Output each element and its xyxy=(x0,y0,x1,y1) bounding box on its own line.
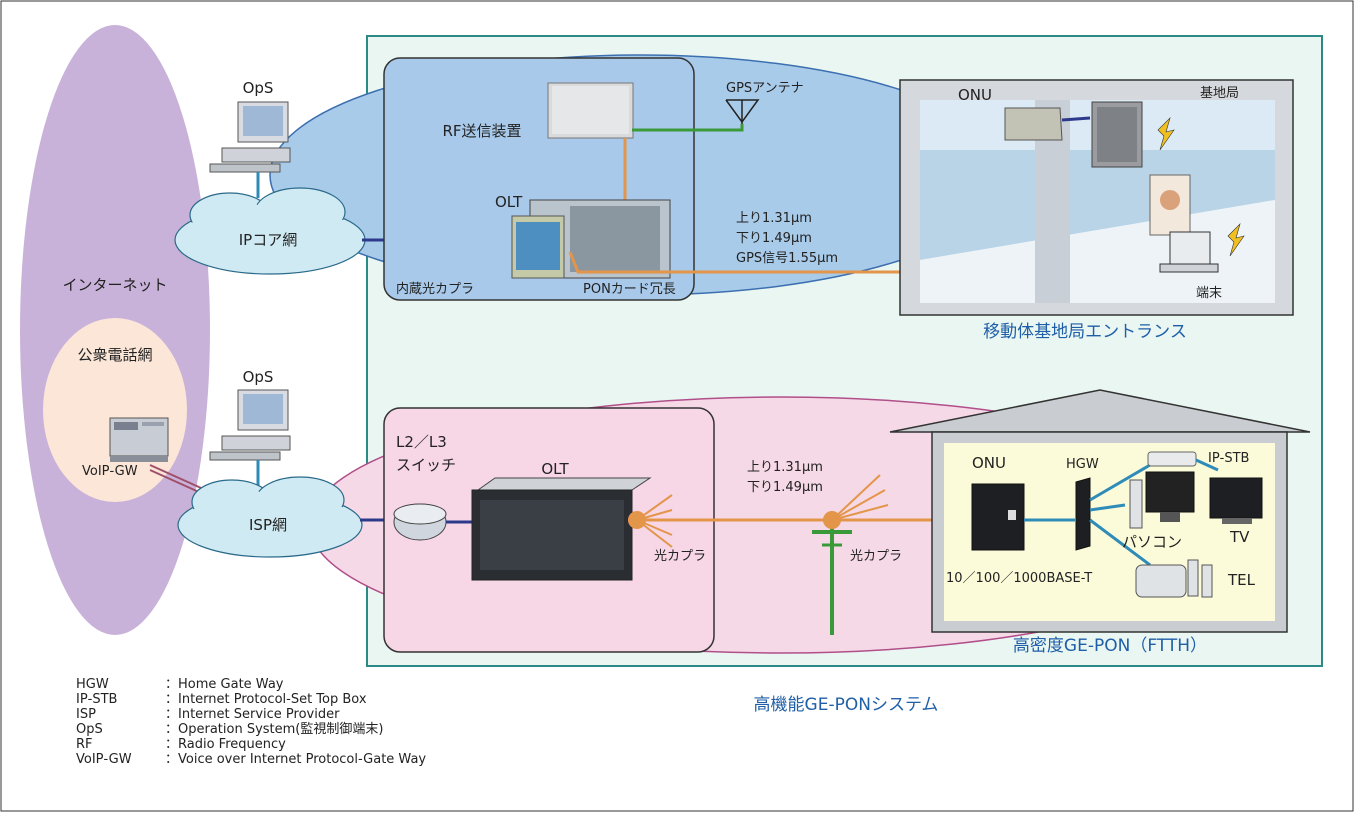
wl-bottom-up: 上り1.31μm xyxy=(747,460,823,475)
pc-label: パソコン xyxy=(1122,533,1182,551)
ops-top-computer-icon xyxy=(209,101,291,173)
pc-device xyxy=(1129,471,1195,529)
ops-bottom-computer-icon xyxy=(209,389,291,461)
l2l3-line1: L2／L3 xyxy=(396,433,447,451)
legend-desc: ：Internet Service Provider xyxy=(165,707,340,722)
olt-top-rack xyxy=(511,199,671,279)
legend-abbr: ISP xyxy=(76,707,96,722)
ops-bottom-label: OpS xyxy=(243,368,274,386)
legend-abbr: RF xyxy=(76,737,93,752)
home-onu-label: ONU xyxy=(972,454,1006,472)
legend: HGW ：Home Gate Way IP‐STB ：Internet Prot… xyxy=(76,677,426,767)
voip-link xyxy=(149,464,211,493)
voip-gw-device xyxy=(109,417,169,462)
wl-top-gps: GPS信号1.55μm xyxy=(736,251,838,266)
mobile-onu-label: ONU xyxy=(958,86,992,104)
ip-core-cloud xyxy=(174,187,366,275)
ipstb-device xyxy=(1147,451,1197,467)
home-onu-device xyxy=(971,483,1025,551)
legend-desc: ：Internet Protocol‐Set Top Box xyxy=(165,692,367,707)
ops-top-label: OpS xyxy=(243,79,274,97)
pon-redundant-label: PONカード冗長 xyxy=(583,282,676,297)
gps-green-link xyxy=(632,124,744,132)
isp-label: ISP網 xyxy=(249,516,287,534)
wl-top-down: 下り1.49μm xyxy=(736,231,812,246)
gps-antenna-label: GPSアンテナ xyxy=(726,81,804,96)
legend-desc: ：Voice over Internet Protocol‐Gate Way xyxy=(165,752,426,767)
coupler1-label: 光カプラ xyxy=(654,549,706,564)
builtin-coupler-label: 内蔵光カプラ xyxy=(396,281,474,297)
l2l3-switch-icon xyxy=(393,503,447,541)
legend-abbr: IP‐STB xyxy=(76,692,117,707)
hgw-label: HGW xyxy=(1066,457,1099,472)
gps-antenna-icon xyxy=(725,99,760,126)
ipstb-label: IP‐STB xyxy=(1208,451,1249,466)
mobile-title: 移動体基地局エントランス xyxy=(983,322,1187,342)
tv-label: TV xyxy=(1229,528,1250,546)
ftth-title: 高密度GE‐PON（FTTH） xyxy=(1013,636,1207,656)
ip-core-label: IPコア網 xyxy=(239,231,297,249)
internet-label: インターネット xyxy=(62,276,167,294)
phone-device xyxy=(1135,559,1213,598)
olt-bottom-label: OLT xyxy=(541,460,569,478)
legend-abbr: VoIP‐GW xyxy=(76,752,132,767)
lightning-icon xyxy=(1157,116,1175,151)
station-scene xyxy=(920,100,1275,303)
l2l3-line2: スイッチ xyxy=(396,456,456,474)
system-title: 高機能GE‐PONシステム xyxy=(754,695,939,715)
tel-label: TEL xyxy=(1227,571,1256,589)
hgw-device xyxy=(1075,477,1091,551)
coupler2-label: 光カプラ xyxy=(850,549,902,564)
rf-transmitter-device xyxy=(547,82,634,139)
wl-bottom-down: 下り1.49μm xyxy=(747,480,823,495)
base-station-device xyxy=(1091,101,1143,168)
legend-desc: ：Home Gate Way xyxy=(165,677,284,692)
rf-label: RF送信装置 xyxy=(442,122,521,140)
base-t-label: 10／100／1000BASE‐T xyxy=(946,571,1092,586)
olt-bottom-rack xyxy=(471,477,652,581)
wl-top-up: 上り1.31μm xyxy=(736,211,812,226)
legend-abbr: HGW xyxy=(76,677,109,692)
base-station-label: 基地局 xyxy=(1200,86,1239,101)
isp-cloud xyxy=(177,476,363,558)
legend-desc: ：Operation System(監視制御端末) xyxy=(165,721,383,737)
lightning-icon xyxy=(1227,222,1245,257)
legend-desc: ：Radio Frequency xyxy=(165,737,286,752)
olt-top-label: OLT xyxy=(495,193,523,211)
tv-device xyxy=(1209,477,1263,524)
voip-label: VoIP‐GW xyxy=(82,464,138,479)
terminal-label: 端末 xyxy=(1196,286,1222,301)
onu-top-device xyxy=(1004,107,1063,141)
utility-pole xyxy=(812,520,852,635)
legend-abbr: OpS xyxy=(76,722,103,737)
pstn-label: 公衆電話網 xyxy=(77,346,152,364)
